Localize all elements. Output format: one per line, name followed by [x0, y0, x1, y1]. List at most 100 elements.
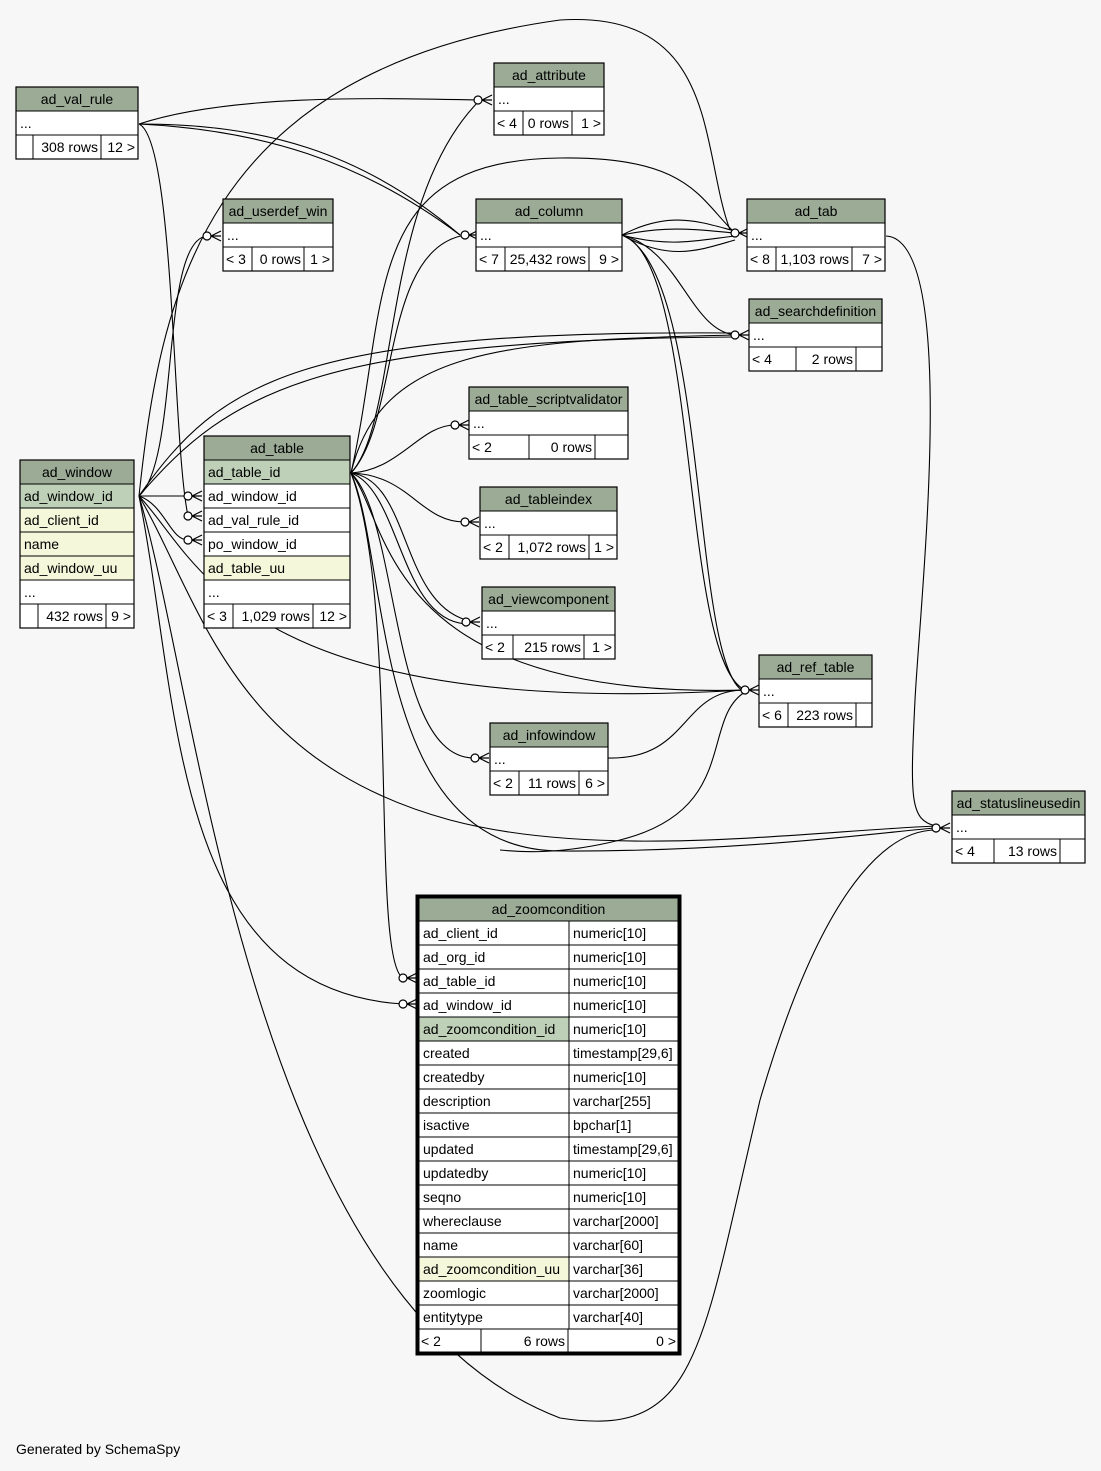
table-border: [203, 435, 351, 629]
footer-cell: [481, 634, 514, 660]
parents-link[interactable]: < 6: [762, 707, 782, 723]
parents-link[interactable]: < 2: [485, 639, 505, 655]
children-link[interactable]: 1 >: [581, 115, 601, 131]
column-name: ...: [753, 327, 765, 343]
parents-link[interactable]: < 4: [752, 351, 772, 367]
parents-link[interactable]: < 8: [750, 251, 770, 267]
parents-link[interactable]: < 2: [472, 439, 492, 455]
children-link[interactable]: 1 >: [592, 639, 612, 655]
relationship-markers: [183, 94, 951, 1010]
table-ad-table[interactable]: ad_tablead_table_idad_window_idad_val_ru…: [203, 435, 351, 629]
row-count: 25,432 rows: [510, 251, 586, 267]
optional-marker: [183, 491, 193, 501]
parents-link[interactable]: < 3: [226, 251, 246, 267]
children-link[interactable]: 1 >: [594, 539, 614, 555]
children-link[interactable]: 12 >: [107, 139, 135, 155]
footer-cell: [37, 603, 107, 629]
column-name: ad_window_id: [24, 488, 113, 504]
column-type: numeric[10]: [573, 1021, 646, 1037]
column-name: ...: [20, 115, 32, 131]
row-count: 223 rows: [796, 707, 853, 723]
optional-marker: [460, 517, 470, 527]
column-name: createdby: [423, 1069, 484, 1085]
edge-window-statusline-arc: [138, 495, 937, 1422]
column-cell: [417, 1160, 570, 1186]
edge-table-viewcomponent-2: [350, 472, 467, 625]
many-marker: [191, 490, 203, 502]
edge-table-scriptvalidator: [350, 424, 456, 474]
children-link[interactable]: 9 >: [111, 608, 131, 624]
column-cell: [748, 322, 883, 348]
parents-link[interactable]: < 7: [479, 251, 499, 267]
parents-link[interactable]: < 4: [955, 843, 975, 859]
column-name: ...: [480, 227, 492, 243]
column-cell: [417, 1136, 570, 1162]
children-link[interactable]: 6 >: [585, 775, 605, 791]
column-name: whereclause: [422, 1213, 502, 1229]
column-name: ad_client_id: [423, 925, 498, 941]
column-name: updated: [423, 1141, 474, 1157]
children-link[interactable]: 9 >: [599, 251, 619, 267]
parents-link[interactable]: < 4: [497, 115, 517, 131]
optional-marker: [450, 420, 460, 430]
edge-table-reftable: [350, 472, 746, 691]
table-name: ad_tab: [795, 203, 838, 219]
column-cell: [746, 222, 886, 248]
edge-column-reftable-1: [621, 234, 746, 691]
column-type: numeric[10]: [573, 997, 646, 1013]
footer-cell: [588, 246, 623, 272]
column-cell: [475, 222, 623, 248]
table-name: ad_attribute: [512, 67, 586, 83]
edge-window-table-2: [138, 495, 189, 541]
parents-link[interactable]: < 3: [207, 608, 227, 624]
optional-marker: [730, 228, 740, 238]
column-type: varchar[2000]: [573, 1285, 659, 1301]
table-header: [489, 722, 609, 748]
column-cell: [758, 678, 873, 704]
optional-marker: [183, 535, 193, 545]
column-cell: [19, 483, 135, 509]
table-border: [493, 62, 605, 136]
column-type: timestamp[29,6]: [573, 1045, 673, 1061]
parents-link[interactable]: < 2: [493, 775, 513, 791]
column-name: ad_client_id: [24, 512, 99, 528]
children-link[interactable]: 0 >: [656, 1333, 676, 1349]
children-link[interactable]: 12 >: [319, 608, 347, 624]
optional-marker: [398, 999, 408, 1009]
children-link[interactable]: 1 >: [310, 251, 330, 267]
column-name: ad_window_uu: [24, 560, 117, 576]
footer-cell: [19, 603, 39, 629]
column-name: ...: [956, 819, 968, 835]
column-name: ad_table_uu: [208, 560, 285, 576]
column-cell: [468, 410, 629, 436]
edge-reftable-statusline: [499, 691, 746, 853]
relationship-lines: [138, 19, 937, 1422]
row-count: 1,072 rows: [518, 539, 586, 555]
table-name: ad_tableindex: [505, 491, 592, 507]
column-name: ad_window_id: [208, 488, 297, 504]
edge-table-searchdef: [350, 334, 736, 474]
parents-link[interactable]: < 2: [421, 1333, 441, 1349]
row-count: 11 rows: [528, 775, 576, 791]
table-border: [746, 198, 886, 272]
row-count: 1,103 rows: [781, 251, 849, 267]
edge-column-tab-3: [621, 234, 736, 243]
table-ad-window[interactable]: ad_windowad_window_idad_client_idnamead_…: [19, 459, 135, 629]
children-link[interactable]: 7 >: [862, 251, 882, 267]
many-marker: [210, 230, 222, 242]
parents-link[interactable]: < 2: [483, 539, 503, 555]
